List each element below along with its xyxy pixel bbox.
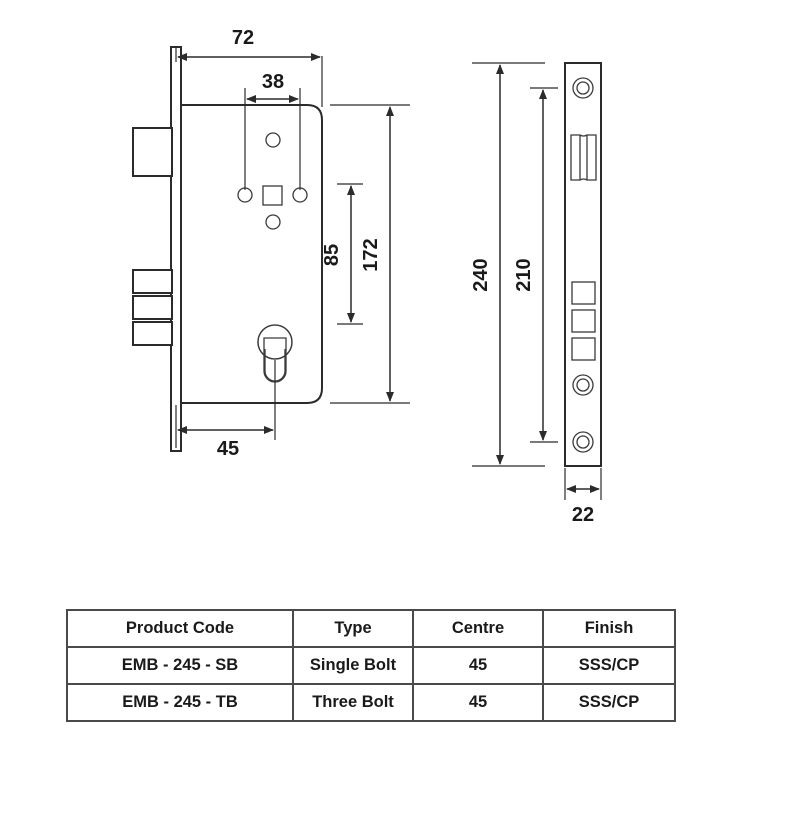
dead-bolt-3 (132, 321, 173, 346)
engineering-drawing-canvas: 72 38 85 172 45 (132, 27, 602, 526)
dead-bolt-1 (132, 269, 173, 294)
dim-label-72: 72 (232, 27, 254, 49)
dim-label-172: 172 (360, 238, 382, 271)
cell-finish: SSS/CP (542, 646, 676, 685)
product-specification-table: Product Code Type Centre Finish EMB - 24… (66, 609, 676, 722)
forend-strip (170, 46, 182, 452)
screw-hole-middle-outer (572, 374, 594, 396)
latch-bolt (132, 127, 173, 177)
front-view-group: 72 38 85 172 45 (132, 27, 410, 460)
table-row: EMB - 245 - SB Single Bolt 45 SSS/CP (66, 646, 676, 685)
cell-product-code: EMB - 245 - SB (66, 646, 294, 685)
follower-square-hole (262, 185, 283, 206)
dim-label-85: 85 (321, 244, 343, 266)
fixing-hole-bottom (265, 214, 281, 230)
cell-type: Three Bolt (292, 683, 414, 722)
screw-hole-top-outer (572, 77, 594, 99)
cell-type: Single Bolt (292, 646, 414, 685)
fixing-hole-top (265, 132, 281, 148)
screw-hole-middle-inner (576, 378, 590, 392)
header-centre: Centre (412, 609, 544, 648)
screw-hole-bottom-outer (572, 431, 594, 453)
dim-label-240: 240 (470, 258, 492, 291)
header-product-code: Product Code (66, 609, 294, 648)
cell-finish: SSS/CP (542, 683, 676, 722)
screw-hole-bottom-inner (576, 435, 590, 449)
spec-table-container: Product Code Type Centre Finish EMB - 24… (66, 609, 676, 722)
bolt-aperture-2 (571, 309, 596, 333)
screw-hole-top-inner (576, 81, 590, 95)
cell-centre: 45 (412, 646, 544, 685)
dim-label-38: 38 (262, 71, 284, 93)
faceplate-outline (564, 62, 602, 467)
cylinder-bore (257, 324, 293, 360)
dim-label-22: 22 (572, 504, 594, 526)
dead-bolt-2 (132, 295, 173, 320)
header-finish: Finish (542, 609, 676, 648)
side-view-group: 240 210 22 (470, 62, 602, 526)
cell-product-code: EMB - 245 - TB (66, 683, 294, 722)
dim-label-45: 45 (217, 438, 239, 460)
dim-label-210: 210 (513, 258, 535, 291)
cell-centre: 45 (412, 683, 544, 722)
table-header-row: Product Code Type Centre Finish (66, 609, 676, 648)
table-row: EMB - 245 - TB Three Bolt 45 SSS/CP (66, 683, 676, 722)
lock-case-body (180, 104, 323, 404)
header-type: Type (292, 609, 414, 648)
bolt-aperture-1 (571, 281, 596, 305)
bolt-aperture-3 (571, 337, 596, 361)
